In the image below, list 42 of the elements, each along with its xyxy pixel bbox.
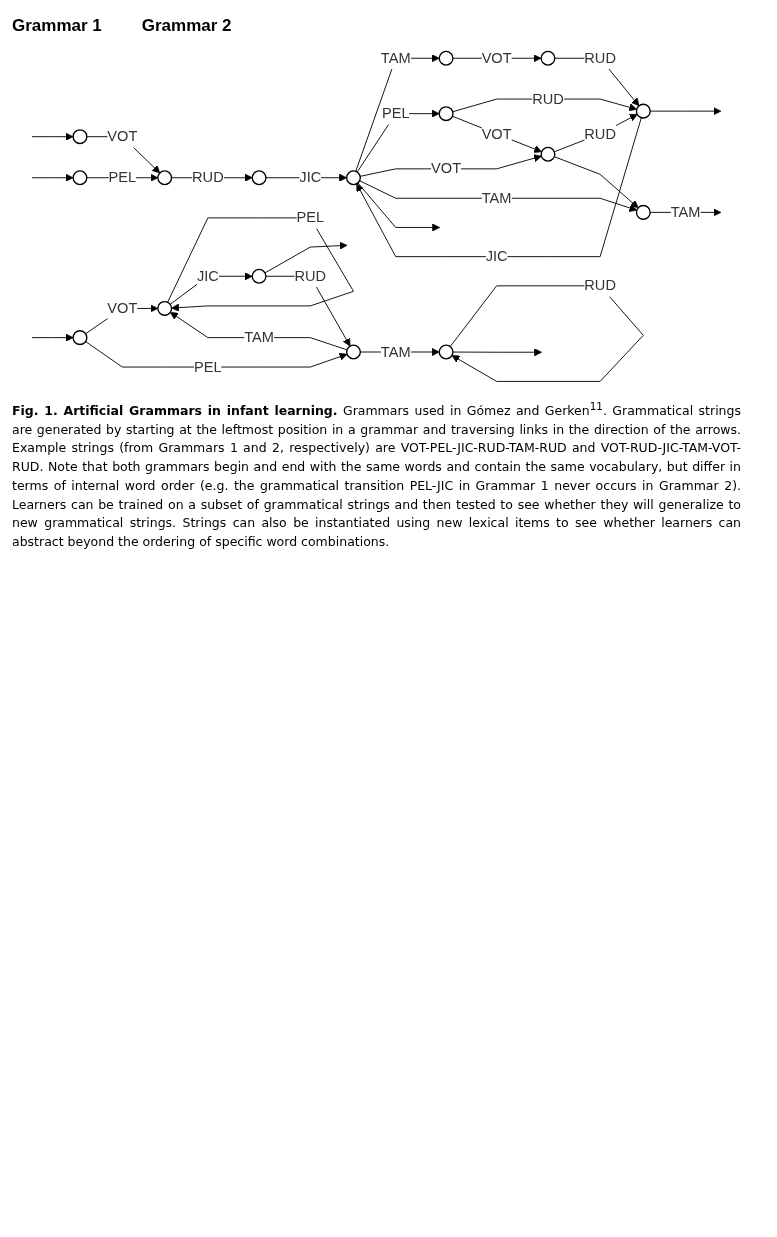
state-circle	[251, 170, 267, 186]
edge-label: PEL	[194, 358, 222, 375]
state-circle	[345, 344, 361, 360]
state-circle	[540, 50, 556, 66]
edge-label: RUD	[294, 268, 327, 284]
state-circle	[157, 170, 173, 186]
edge-label: TAM	[380, 343, 411, 360]
edge-label: RUD	[584, 125, 616, 142]
edge-label: TAM	[670, 204, 701, 220]
state-circle	[438, 50, 454, 66]
edge-label: RUD	[192, 169, 224, 186]
edge-label: RUD	[584, 277, 616, 294]
edge-label: TAM	[380, 50, 411, 66]
edge-label: VOT	[107, 300, 138, 316]
section-heading: Grammar 2	[141, 16, 232, 36]
section-heading: Grammar 1	[12, 16, 102, 36]
state-circle	[72, 129, 88, 145]
state-circle	[438, 344, 454, 360]
edge-label: VOT	[107, 128, 138, 144]
edge-label: TAM	[481, 190, 512, 206]
edge-label: VOT	[481, 125, 512, 142]
state-circle	[72, 330, 88, 346]
state-circle	[438, 106, 454, 122]
state-circle	[635, 204, 651, 220]
state-circle	[635, 103, 651, 119]
edge-label: PEL	[296, 209, 325, 226]
edge-label: TAM	[244, 329, 274, 345]
state-circle	[251, 268, 267, 284]
state-circle	[72, 170, 88, 186]
edge-label: JIC	[196, 268, 219, 284]
edge-label: RUD	[532, 90, 564, 107]
state-circle	[345, 170, 361, 186]
figure-caption: Fig. 1. Artificial Grammars in infant learning. Grammars used in Gómez and Gerken$^{11}$. Grammatical strings are generated by starting at the leftmost position in a grammar and traversing links in the direction of the arrows. Example strings (from Grammars 1 and 2, respectively) are VOT-PEL-JIC-RUD-TAM-RUD and VOT-RUD-JIC-TAM-VOT-RUD. Note that both grammars begin and end with the same words and contain the same vocabulary, but differ in terms of internal word order (e.g. the grammatical transition PEL-JIC in Grammar 1 never occurs in Grammar 2). Learners can be trained on a subset of grammatical strings and then tested to see whether they will generalize to new grammatical strings. Strings can also be instantiated using new lexical items to see whether learners can abstract beyond the ordering of specific word combinations.	[12, 398, 741, 552]
edge-label: JIC	[485, 248, 508, 264]
state-circle	[157, 300, 173, 316]
edge-label: VOT	[431, 160, 462, 177]
edge-label: RUD	[584, 50, 616, 66]
state-circle	[540, 146, 556, 162]
edge-label: JIC	[299, 169, 322, 186]
edge-label: VOT	[481, 50, 512, 66]
edge-label: PEL	[108, 169, 137, 186]
edge-label: PEL	[381, 105, 410, 121]
